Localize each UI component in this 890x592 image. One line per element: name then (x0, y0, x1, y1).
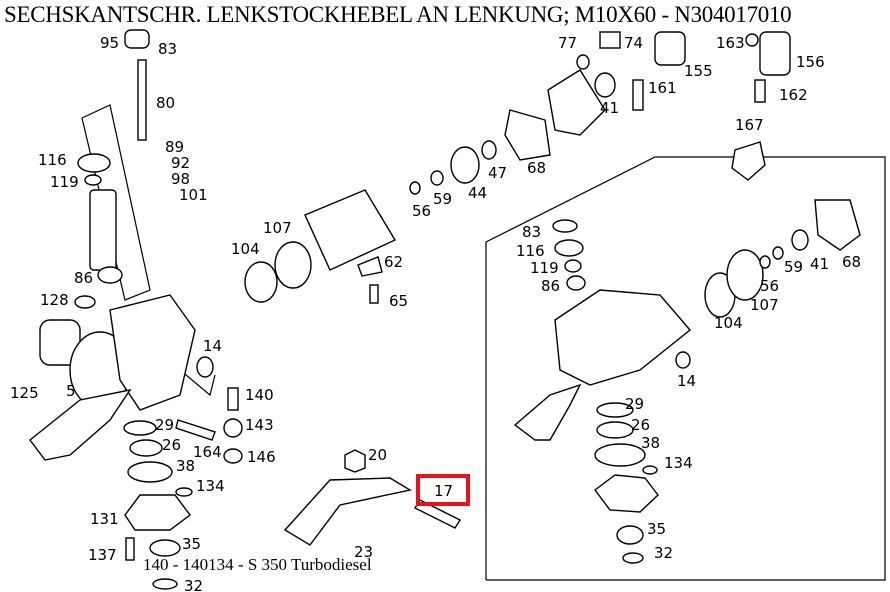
callout-label[interactable]: 116 (38, 151, 67, 169)
callout-label[interactable]: 38 (641, 434, 660, 452)
callout-label[interactable]: 5 (66, 382, 76, 400)
callout-label[interactable]: 104 (231, 240, 260, 258)
inset-frame (485, 156, 886, 581)
highlight-box (416, 474, 470, 506)
callout-label[interactable]: 95 (100, 34, 119, 52)
callout-label[interactable]: 137 (88, 546, 117, 564)
callout-label[interactable]: 156 (796, 53, 825, 71)
callout-label[interactable]: 47 (488, 164, 507, 182)
callout-label[interactable]: 35 (647, 520, 666, 538)
callout-label[interactable]: 104 (714, 314, 743, 332)
callout-label[interactable]: 162 (779, 86, 808, 104)
callout-label[interactable]: 83 (158, 40, 177, 58)
callout-label[interactable]: 65 (389, 292, 408, 310)
callout-label[interactable]: 143 (245, 416, 274, 434)
callout-label[interactable]: 56 (412, 202, 431, 220)
callout-label[interactable]: 119 (50, 173, 79, 191)
callout-label[interactable]: 32 (184, 577, 203, 592)
callout-label[interactable]: 80 (156, 94, 175, 112)
callout-label[interactable]: 116 (516, 242, 545, 260)
callout-label[interactable]: 83 (522, 223, 541, 241)
callout-label[interactable]: 107 (263, 219, 292, 237)
callout-label[interactable]: 41 (810, 255, 829, 273)
callout-label[interactable]: 164 (193, 443, 222, 461)
callout-label[interactable]: 89 (165, 138, 184, 156)
callout-label[interactable]: 155 (684, 62, 713, 80)
callout-label[interactable]: 98 (171, 170, 190, 188)
callout-label[interactable]: 101 (179, 186, 208, 204)
callout-label[interactable]: 23 (354, 543, 373, 561)
callout-label[interactable]: 41 (600, 99, 619, 117)
callout-label[interactable]: 163 (716, 34, 745, 52)
callout-label[interactable]: 68 (842, 253, 861, 271)
callout-label[interactable]: 62 (384, 253, 403, 271)
callout-label[interactable]: 14 (203, 337, 222, 355)
callout-label[interactable]: 56 (760, 277, 779, 295)
callout-label[interactable]: 29 (625, 395, 644, 413)
callout-label[interactable]: 20 (368, 446, 387, 464)
callout-label[interactable]: 107 (750, 296, 779, 314)
callout-label[interactable]: 131 (90, 510, 119, 528)
callout-label[interactable]: 59 (784, 258, 803, 276)
callout-label[interactable]: 35 (182, 535, 201, 553)
callout-label[interactable]: 26 (631, 416, 650, 434)
callout-label[interactable]: 92 (171, 154, 190, 172)
callout-label[interactable]: 59 (433, 190, 452, 208)
callout-label[interactable]: 161 (648, 79, 677, 97)
callout-label[interactable]: 146 (247, 448, 276, 466)
callout-labels: 95 83 80 89 92 98 101 116 119 86 128 125… (10, 34, 861, 592)
callout-label[interactable]: 29 (155, 416, 174, 434)
model-caption: 140 - 140134 - S 350 Turbodiesel (143, 555, 372, 574)
callout-label[interactable]: 167 (735, 116, 764, 134)
callout-label[interactable]: 119 (530, 259, 559, 277)
callout-label[interactable]: 128 (40, 291, 69, 309)
callout-label[interactable]: 134 (664, 454, 693, 472)
part-title: SECHSKANTSCHR. LENKSTOCKHEBEL AN LENKUNG… (4, 2, 792, 28)
callout-label-highlighted[interactable]: 17 (434, 482, 453, 500)
callout-label[interactable]: 86 (541, 277, 560, 295)
callout-label[interactable]: 68 (527, 159, 546, 177)
callout-label[interactable]: 140 (245, 386, 274, 404)
callout-label[interactable]: 32 (654, 544, 673, 562)
callout-label[interactable]: 44 (468, 184, 487, 202)
leader-lines (179, 369, 216, 397)
callout-label[interactable]: 74 (624, 34, 643, 52)
callout-label[interactable]: 77 (558, 34, 577, 52)
callout-label[interactable]: 125 (10, 384, 39, 402)
callout-label[interactable]: 26 (162, 436, 181, 454)
part-shapes (29, 29, 861, 590)
callout-label[interactable]: 14 (677, 372, 696, 390)
callout-label[interactable]: 134 (196, 477, 225, 495)
callout-label[interactable]: 86 (74, 269, 93, 287)
callout-label[interactable]: 38 (176, 457, 195, 475)
